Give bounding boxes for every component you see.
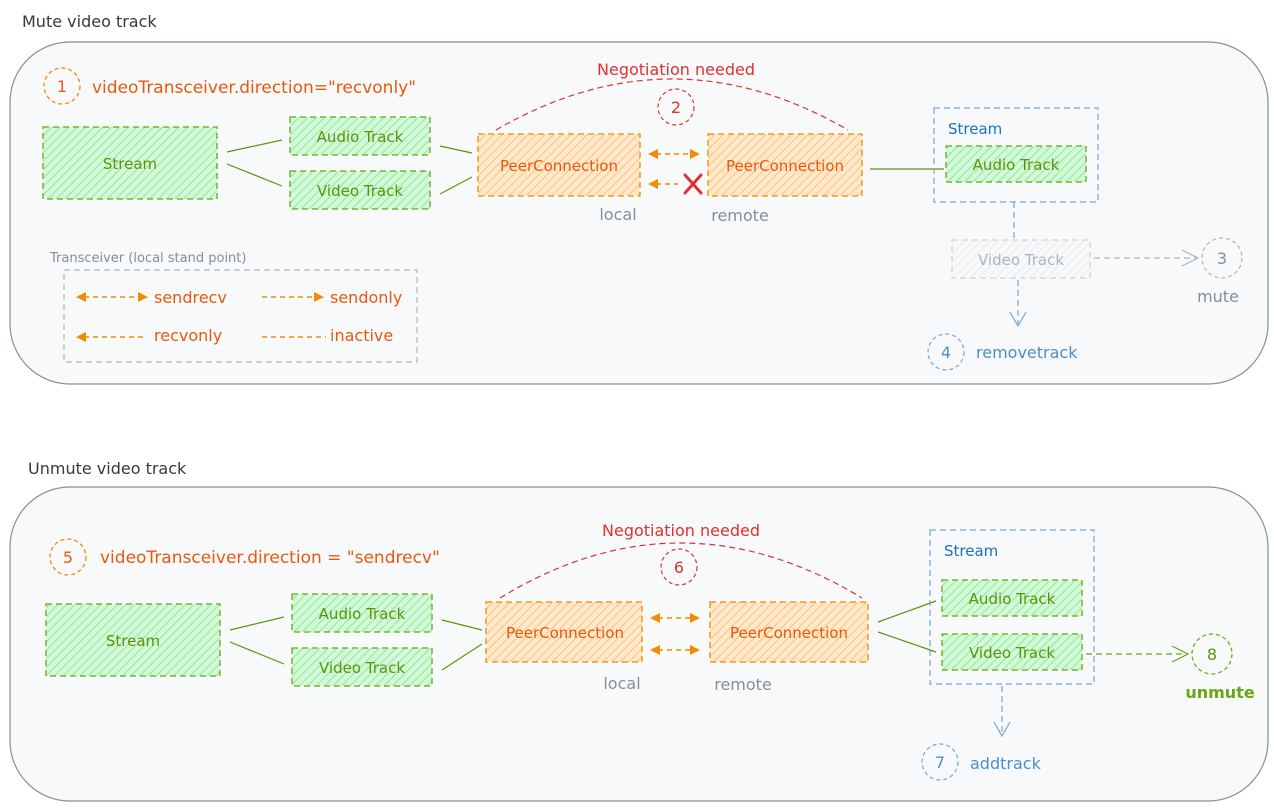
arrowhead [1009,311,1027,328]
peer-remote [709,601,869,663]
audio-track [291,593,433,633]
blocked-x-icon [683,173,703,195]
remote-video-link [877,631,937,653]
peer-remote [707,133,863,197]
local-stream [42,126,218,200]
remote-stream-box [933,107,1099,203]
local-stream-label: Stream [106,632,160,650]
peer-local [477,133,641,197]
remote-stream-title: Stream [948,120,1002,138]
unmute-label: unmute [1185,683,1254,702]
local-label: local [603,674,640,693]
arrowhead [690,613,700,623]
local-stream-label: Stream [103,155,157,173]
video-track [291,647,433,687]
step5-number: 5 [63,548,73,567]
peer-local-label: PeerConnection [506,624,624,642]
negotiation-arc [495,78,849,131]
video-peer-link [441,643,483,671]
remote-stream-box [929,529,1095,685]
step5-badge [49,538,87,576]
step1-number: 1 [57,77,67,96]
step1-badge [43,67,81,105]
removetrack-label: removetrack [976,343,1078,362]
video-peer-link [439,176,473,195]
remote-video-track [941,633,1083,671]
arrowhead [1181,249,1200,267]
mute-label: mute [1197,287,1239,306]
remote-audio-track-label: Audio Track [969,590,1056,608]
step8-badge [1191,633,1233,675]
audio-track [289,116,431,156]
step1-text: videoTransceiver.direction="recvonly" [92,78,416,98]
bottom-title: Unmute video track [28,459,187,478]
local-label: local [599,205,636,224]
negotiation-label: Negotiation needed [597,60,755,79]
arrowhead [993,721,1011,738]
step2-number: 2 [671,98,681,117]
arrowhead [690,645,700,655]
step6-number: 6 [674,558,684,577]
arrowhead [690,149,700,159]
arrowhead [1171,645,1190,663]
remote-audio-link [877,600,937,623]
legend-sendrecv: sendrecv [154,288,227,307]
arrowhead [648,149,658,159]
negotiation-label: Negotiation needed [602,521,760,540]
top-title: Mute video track [22,12,157,31]
step7-number: 7 [935,753,945,772]
legend-sendonly: sendonly [330,288,402,307]
step5-text: videoTransceiver.direction = "sendrecv" [100,548,440,568]
arrowhead [650,613,660,623]
video-track-label: Video Track [317,182,403,200]
step4-badge [927,333,965,371]
audio-peer-link [441,619,483,631]
audio-track-label: Audio Track [317,128,404,146]
remote-label: remote [711,206,769,225]
peer-local [485,601,643,663]
local-stream [45,603,221,677]
step6-badge [660,548,698,586]
arrowhead [138,292,148,302]
legend-title: Transceiver (local stand point) [49,251,246,266]
remote-audio-track-label: Audio Track [973,156,1060,174]
arrowhead [76,292,86,302]
step7-badge [921,743,959,781]
arrowhead [650,645,660,655]
negotiation-arc [499,542,863,599]
peer-remote-label: PeerConnection [726,157,844,175]
legend-inactive: inactive [330,326,393,345]
arrowhead [648,179,658,189]
remote-audio-track [945,145,1087,183]
remote-video-track-label: Video Track [978,251,1064,269]
audio-peer-link [439,145,473,154]
remote-video-track-label: Video Track [969,644,1055,662]
legend-recvonly: recvonly [154,326,222,345]
peer-remote-label: PeerConnection [730,624,848,642]
remote-audio-track [941,579,1083,617]
remote-video-track [951,239,1091,279]
step8-number: 8 [1207,645,1217,664]
audio-track-label: Audio Track [319,605,406,623]
peer-local-label: PeerConnection [500,157,618,175]
remote-label: remote [714,675,772,694]
addtrack-label: addtrack [970,754,1042,773]
stream-video-link [229,641,285,665]
video-track-label: Video Track [319,659,405,677]
stream-video-link [226,163,283,187]
arrowhead [314,292,324,302]
step4-number: 4 [941,343,951,362]
step2-badge [657,88,695,126]
video-track [289,170,431,210]
stream-audio-link [226,139,283,153]
legend-box [63,269,418,363]
arrowhead [76,332,86,342]
step3-badge [1201,237,1243,279]
step3-number: 3 [1217,249,1227,268]
stream-audio-link [229,616,285,631]
remote-stream-title: Stream [944,542,998,560]
